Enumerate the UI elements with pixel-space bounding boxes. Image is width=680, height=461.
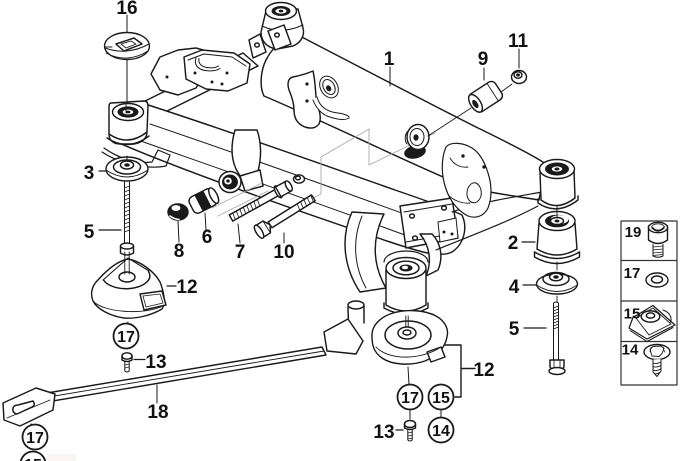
- svg-text:7: 7: [235, 242, 246, 263]
- svg-text:11: 11: [508, 31, 529, 52]
- svg-text:3: 3: [84, 163, 95, 184]
- svg-text:4: 4: [509, 277, 520, 298]
- svg-text:19: 19: [625, 224, 642, 241]
- svg-text:2: 2: [508, 233, 519, 254]
- svg-text:8: 8: [174, 241, 185, 262]
- svg-text:15: 15: [24, 457, 42, 461]
- svg-text:10: 10: [273, 242, 294, 263]
- svg-text:14: 14: [622, 342, 639, 359]
- svg-text:16: 16: [116, 0, 137, 19]
- svg-text:17: 17: [401, 390, 419, 407]
- svg-text:5: 5: [84, 222, 95, 243]
- svg-text:15: 15: [432, 390, 450, 407]
- svg-text:12: 12: [473, 360, 494, 381]
- svg-text:15: 15: [624, 306, 641, 323]
- svg-text:6: 6: [202, 227, 213, 248]
- svg-text:14: 14: [432, 423, 450, 440]
- svg-text:9: 9: [478, 49, 489, 70]
- svg-text:13: 13: [145, 352, 166, 373]
- svg-text:5: 5: [509, 319, 520, 340]
- svg-text:13: 13: [373, 422, 394, 443]
- svg-text:17: 17: [26, 430, 44, 447]
- svg-text:1: 1: [384, 49, 395, 70]
- svg-text:17: 17: [117, 329, 135, 346]
- svg-text:12: 12: [176, 277, 197, 298]
- svg-text:18: 18: [147, 402, 168, 423]
- svg-text:17: 17: [624, 265, 641, 282]
